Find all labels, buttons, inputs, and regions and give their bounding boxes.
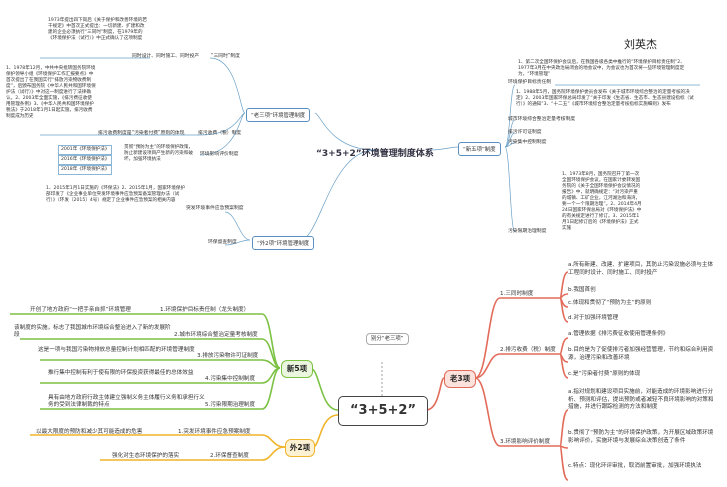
top-old3-fee-tag1: 排污收费制度是“污染者付费”原则的体现 xyxy=(98,131,185,136)
top-new5-city: 城市环境综合整治定量考核制度 xyxy=(508,117,576,122)
top-new5-deadline-text: 1、1973年8月，国务院召开了第一次全国环境保护会议，在国家计委转发国务院的《… xyxy=(562,172,642,231)
bottom-new5-item1-desc: 开创了地方政府“一把手亲自抓”环境管理 xyxy=(30,307,131,313)
bottom-old3-group1-item-c: c.体现和贯彻了“预防为主”的原则 xyxy=(568,300,652,306)
bottom-old3-group1-name: 1.三同时制度 xyxy=(500,291,534,297)
bottom-old3-node: 老3项 xyxy=(444,370,476,388)
bottom-new5-item3-name: 3.排放污染物许可证制度 xyxy=(197,353,259,359)
bottom-out2-node: 外2项 xyxy=(285,439,315,457)
top-old3-sanshi-tag2: “三同时”制度 xyxy=(211,54,240,59)
top-old3-node: “老三项”环境管理制度 xyxy=(246,108,311,122)
bottom-out2-item2-name: 2.环保督查制度 xyxy=(210,453,249,459)
top-new5-license: 排污许可证制度 xyxy=(508,130,542,135)
bottom-old3-group3-name: 3.环境影响评价制度 xyxy=(500,439,551,445)
top-old3-law-2018: 2018年《环境保护法》 xyxy=(58,165,113,175)
top-out2-text: 1、2015年1月1日实施的《环保法》2、2015年1月，国家环境保护部印发了《… xyxy=(46,186,186,203)
top-old3-law-2001: 2001年《环境保护法》 xyxy=(58,145,113,155)
top-connectors xyxy=(40,57,700,246)
bottom-old3-group3-item-a: a.指对规划和建设项目实施前，对能造成的环境影响进行分析、预测和评估，提出预防或… xyxy=(568,389,714,410)
bottom-new5-item4-desc: 推行集中控制有利于使有限的环保投资获得最佳的总体效益 xyxy=(48,370,194,376)
top-out2-monitor: 环保督查制度 xyxy=(208,240,237,245)
top-new5-intro: 1、第二次全国环保护会议后，在我国各级各类中推行的“环境保护目标责任制”2、19… xyxy=(518,60,685,77)
bottom-old3-group2-name: 2.排污收费（税）制度 xyxy=(500,347,556,353)
top-old3-fee-tag2: 排污收费（税）制度 xyxy=(198,131,242,136)
top-old3-fee-text: 1、1978年12月，中共中央批转国务院环境保护领导小组《环境保护工作汇报要点》… xyxy=(6,66,96,119)
bottom-new5-item5-desc: 具有由地方政府行政主体建立强制义务主体履行义务和承担行义务的受到法律制裁的特点 xyxy=(48,395,205,408)
top-old3-sanshi-text: 1973年提出四下岗后《关于保护和改善环境的若干规定》中首次正式提出：一切新建、… xyxy=(48,18,147,41)
top-new5-deadline: 污染限期治理制度 xyxy=(508,229,547,234)
bottom-old3-group3-item-c: c.特点：现化环评审批，取消前置审批，加强环境执法 xyxy=(568,463,702,469)
top-old3-eval-text: 贯彻“预防为主”的环境保护政策，防止新建设项目产生新的污染和破坏，加强环境执法 xyxy=(124,145,194,162)
bottom-old3-group1-item-d: d.对于加强环境管理 xyxy=(568,315,619,321)
bottom-out2-item1-name: 1.突发环境事件应急预案制度 xyxy=(178,429,251,435)
top-central-title: “3+5+2”环境管理制度体系 xyxy=(316,149,434,159)
bottom-new5-item4-name: 4.污染集中控制制度 xyxy=(205,376,256,382)
bottom-center-note: 别分“老三项” xyxy=(366,333,409,346)
bottom-new5-item2-desc: 该制度的实施，标志了我国城市环境综合整治进入了新的发展阶段 xyxy=(14,325,171,338)
bottom-old3-group2-item-b: b.目的是为了促使排污者加强经营管理，节约和综合利用资源，治理污染和改善环境 xyxy=(568,347,714,361)
bottom-old3-group1-item-a: a.所有新建、改建、扩建项目，其防止污染设施必须与主体工程同时设计、同时施工、同… xyxy=(568,262,714,276)
bottom-new5-item3-desc: 这是一项与我国污染物排放总量控制计划相匹配的环境管理制度 xyxy=(38,347,195,353)
top-new5-node: “新五项”制度 xyxy=(458,142,501,156)
bottom-central-title: “3+5+2” xyxy=(338,396,428,426)
bottom-new5-item2-name: 2.城市环境综合整治定量考核制度 xyxy=(174,332,258,338)
top-out2-node: “外2项”环境管理制度 xyxy=(252,236,315,250)
top-new5-target: 环境保护目标责任制 xyxy=(508,80,552,85)
bottom-out2-item1-desc: 以最大限度的预防和减少其可能造成的危害 xyxy=(36,429,143,435)
bottom-old3-group2-item-c: c.是“污染者付费”原则的体现 xyxy=(568,371,641,377)
bottom-out2-item2-desc: 强化对生态环境保护的落实 xyxy=(112,453,180,459)
bottom-old3-group3-item-b: b.贯彻了“预防为主”的环境保护政策，为开展区域政策环境影响评价，实施环境与发展… xyxy=(568,430,714,444)
top-new5-city-text: 1、1988年5月，国务院环境保护委员会发布《关于城市环境综合整治的定量考核的决… xyxy=(516,90,694,107)
top-new5-control: 污染集中控制制度 xyxy=(508,140,547,145)
bottom-new5-node: 新5项 xyxy=(281,360,313,378)
bottom-old3-group2-item-a: a.管理依据《排污费征收使用管理条例》 xyxy=(568,331,669,337)
bottom-old3-group1-item-b: b.我国首创 xyxy=(568,287,596,293)
bottom-connectors xyxy=(10,271,569,481)
top-old3-sanshi-tag1: 同时设计、同时施工、同时投产 xyxy=(132,54,200,59)
top-old3-eval-tag: 环境影响评价制度 xyxy=(200,152,239,157)
top-old3-law-2016: 2016年《环境保护法》 xyxy=(58,155,113,165)
bottom-new5-item5-name: 5.污染限期治理制度 xyxy=(205,402,256,408)
author-name: 刘英杰 xyxy=(624,38,657,51)
bottom-new5-item1-name: 1.环境保护目标责任制（龙头制度） xyxy=(160,307,250,313)
top-out2-emergency: 突发环境事件应急预案制度 xyxy=(186,206,244,211)
